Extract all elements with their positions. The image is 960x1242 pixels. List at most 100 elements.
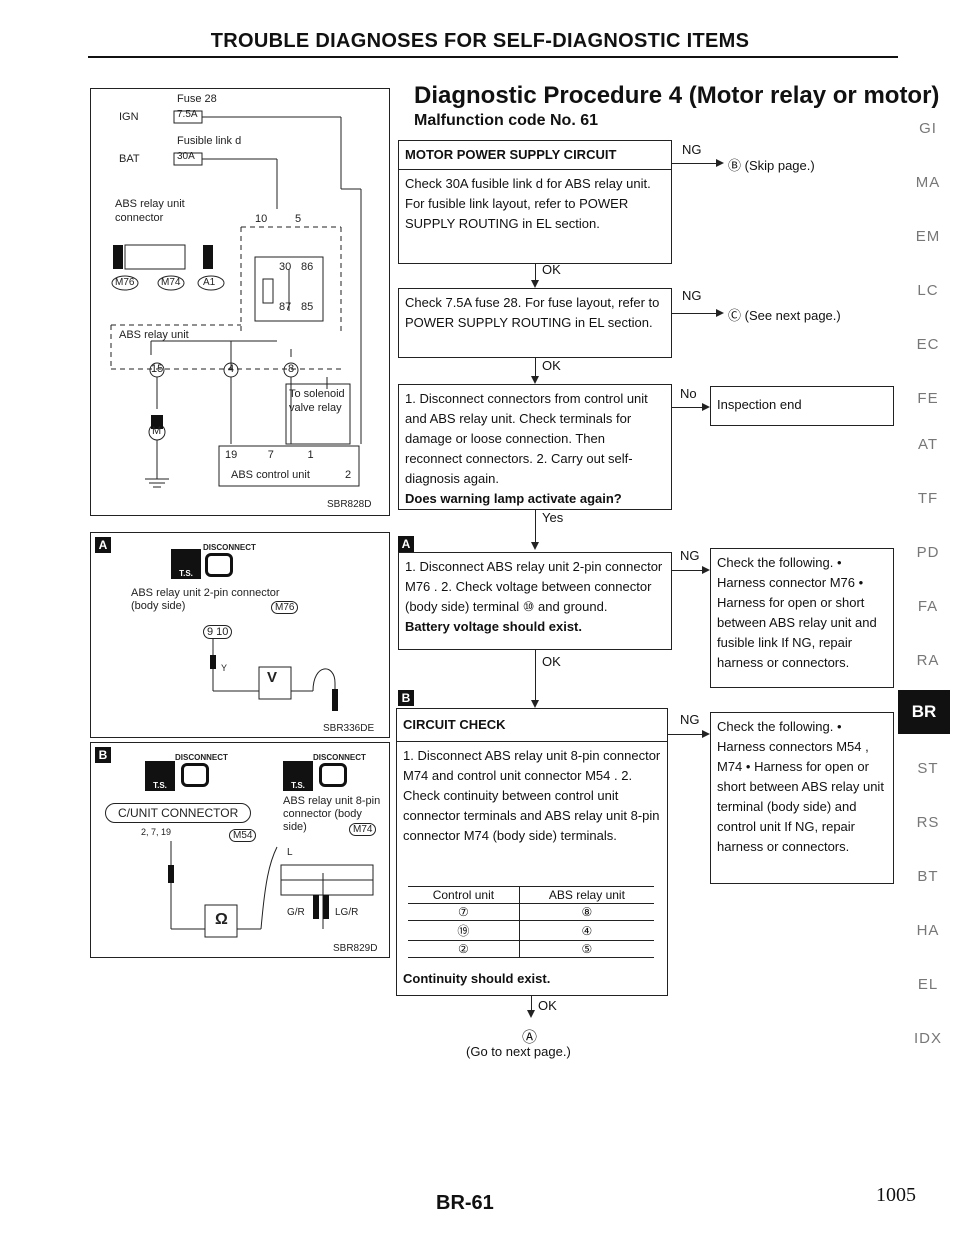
diagram2-wire: Y: [221, 663, 228, 673]
box2-ng-label: NG: [682, 288, 702, 303]
fusible-link-label: Fusible link d: [177, 135, 242, 147]
sidebar-item-ma[interactable]: MA: [915, 174, 941, 191]
box5-ng-label: NG: [680, 712, 700, 727]
table-row: ⑲ ④: [408, 920, 654, 941]
table-cell: ⑦: [408, 903, 520, 921]
sidebar-item-lc[interactable]: LC: [917, 282, 939, 299]
cu-label: ABS control unit: [231, 469, 310, 481]
box5-ng-text: Check the following. • Harness connector…: [717, 719, 884, 854]
box4-ng-arrow: [702, 566, 710, 574]
sidebar-item-at[interactable]: AT: [917, 436, 939, 453]
ts-icon-b2: T.S.: [283, 761, 313, 791]
diagram2-code: SBR336DE: [323, 723, 375, 734]
box2-ng-line: [672, 313, 716, 314]
box3-no-line: [672, 407, 702, 408]
box3-no-arrow: [702, 403, 710, 411]
sidebar-item-tf[interactable]: TF: [917, 490, 939, 507]
diagram1-code: SBR828D: [327, 499, 372, 510]
sidebar-item-st[interactable]: ST: [917, 760, 939, 777]
flow-box-voltage: 1. Disconnect ABS relay unit 2-pin conne…: [398, 552, 672, 650]
sidebar-item-em[interactable]: EM: [915, 228, 941, 245]
ok4-label: OK: [538, 998, 557, 1013]
pin86-label: 86: [301, 261, 314, 273]
diagram2-pins: 9 10: [203, 625, 233, 639]
conn-a1-tag: A1: [203, 277, 216, 288]
diagram2-desc: ABS relay unit 2-pin connector (body sid…: [131, 587, 280, 612]
box4-question: Battery voltage should exist.: [405, 619, 582, 634]
flow-connector-5: [531, 996, 532, 1014]
sidebar-item-bt[interactable]: BT: [917, 868, 939, 885]
box1-text: Check 30A fusible link d for ABS relay u…: [405, 176, 651, 231]
sidebar-item-fe[interactable]: FE: [917, 390, 939, 407]
header-rule: [88, 56, 898, 58]
fuse75-label: 7.5A: [177, 109, 198, 120]
sidebar-item-pd[interactable]: PD: [916, 544, 940, 561]
sidebar-item-ha[interactable]: HA: [916, 922, 940, 939]
sidebar-item-fa[interactable]: FA: [917, 598, 939, 615]
pin5-label: 5: [295, 213, 302, 225]
wire-lgr-label: LG/R: [335, 907, 359, 918]
cu-pin2-label: 2: [345, 469, 352, 481]
pin30-label: 30: [279, 261, 292, 273]
pin85-label: 85: [301, 301, 314, 313]
procedure-subtitle: Malfunction code No. 61: [414, 112, 599, 129]
page-number: 1005: [876, 1184, 916, 1206]
fuse28-label: Fuse 28: [177, 93, 217, 105]
continuity-check-panel: B T.S. DISCONNECT T.S. DISCONNECT C/UNIT…: [90, 742, 390, 958]
connector-label: ABS relay unit connector: [115, 198, 185, 224]
box2-text: Check 7.5A fuse 28. For fuse layout, ref…: [405, 295, 660, 330]
disconnect-label-b1: DISCONNECT: [175, 753, 228, 762]
voltage-check-panel: A DISCONNECT T.S. ABS relay unit 2-pin c…: [90, 532, 390, 738]
flow-arrow-4: [531, 700, 539, 708]
ts-icon-a: T.S.: [171, 549, 201, 579]
ts-icon-b1: T.S.: [145, 761, 175, 791]
pin15-label: 15: [151, 363, 164, 375]
cu-conn-b: M54: [229, 829, 257, 842]
box1-ng-target: Ⓑ (Skip page.): [728, 158, 815, 173]
table-row: ⑦ ⑧: [408, 903, 654, 921]
continuity-probe-svg: [168, 841, 374, 938]
box4-text: 1. Disconnect ABS relay unit 2-pin conne…: [405, 559, 663, 614]
ok1-label: OK: [542, 262, 561, 277]
voltage-probe-svg: [210, 639, 338, 711]
box4-ng-box: Check the following. • Harness connector…: [710, 548, 894, 688]
box5-ng-line: [668, 734, 702, 735]
wiring-diagram-panel: Fuse 28 IGN 7.5A Fusible link d BAT 30A …: [90, 88, 390, 516]
sidebar-item-ec[interactable]: EC: [916, 336, 940, 353]
ok3-label: OK: [542, 654, 561, 669]
sidebar-item-rs[interactable]: RS: [916, 814, 940, 831]
table-cell: ⑲: [408, 920, 520, 941]
fuse30-label: 30A: [177, 151, 195, 162]
sidebar-item-el[interactable]: EL: [917, 976, 939, 993]
solenoid-label: To solenoid valve relay: [289, 388, 345, 414]
motor-label: M: [152, 425, 162, 437]
ign-label: IGN: [119, 111, 139, 123]
procedure-title: Diagnostic Procedure 4 (Motor relay or m…: [414, 82, 940, 109]
box4-ng-label: NG: [680, 548, 700, 563]
conn-m74-tag: M74: [161, 277, 181, 288]
relay-unit-label: ABS relay unit: [119, 329, 189, 341]
box3-question: Does warning lamp activate again?: [405, 491, 622, 506]
table-header-row: Control unit ABS relay unit: [408, 886, 654, 904]
pin4-label: 4: [228, 363, 235, 375]
sidebar-item-gi[interactable]: GI: [919, 120, 937, 137]
flow-arrow-2: [531, 376, 539, 384]
box1-ng-arrow: [716, 159, 724, 167]
table-cell: ④: [518, 920, 654, 941]
box5-ng-box: Check the following. • Harness connector…: [710, 712, 894, 884]
flow-tag-b: B: [398, 690, 414, 706]
sidebar-item-br-active[interactable]: BR: [898, 690, 950, 734]
table-header: Control unit: [408, 886, 520, 904]
flow-tag-a: A: [398, 536, 414, 552]
flow-box-reconnect: 1. Disconnect connectors from control un…: [398, 384, 672, 510]
box4-ng-line: [672, 570, 702, 571]
sidebar-item-idx[interactable]: IDX: [913, 1030, 942, 1047]
cu-pins-b: 2, 7, 19: [141, 827, 172, 837]
bat-label: BAT: [119, 153, 140, 165]
page-header-title: TROUBLE DIAGNOSES FOR SELF-DIAGNOSTIC IT…: [210, 30, 750, 52]
yes-label: Yes: [542, 510, 564, 525]
connector-icon-b2: [319, 763, 347, 787]
box5-text: 1. Disconnect ABS relay unit 8-pin conne…: [403, 748, 661, 843]
sidebar-item-ra[interactable]: RA: [916, 652, 940, 669]
cu-connector-label: C/UNIT CONNECTOR: [105, 803, 252, 823]
